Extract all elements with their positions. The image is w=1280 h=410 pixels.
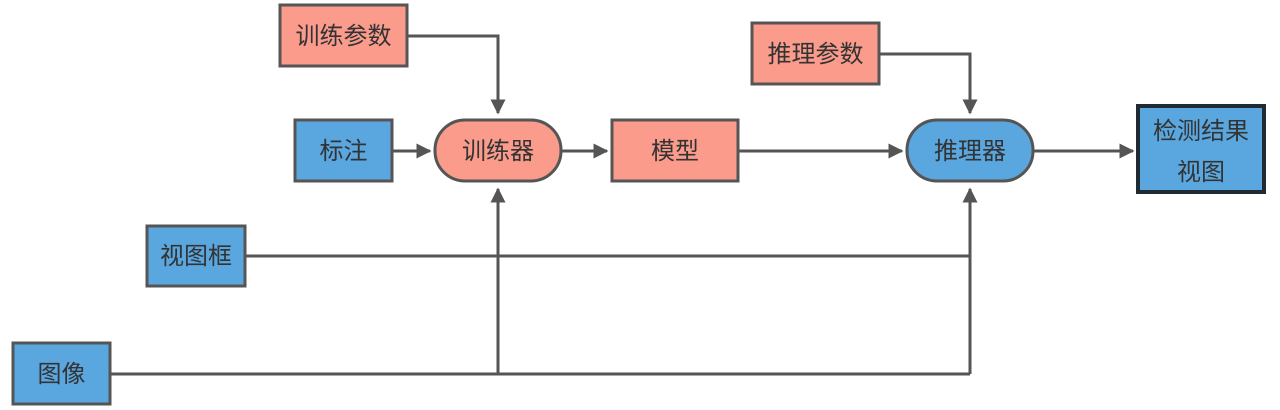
infer-params-box — [750, 21, 881, 86]
view-box-box — [145, 224, 247, 288]
view-box-label: 视图框 — [160, 242, 232, 270]
node-trainer: 训练器 — [433, 118, 563, 183]
node-image: 图像 — [11, 341, 112, 406]
trainer-label: 训练器 — [462, 137, 534, 165]
connectors — [110, 34, 1135, 376]
inferencer-label: 推理器 — [934, 137, 1006, 165]
model-box — [610, 118, 740, 183]
trainer-pill — [433, 118, 563, 183]
node-model: 模型 — [610, 118, 740, 183]
connector-train-params-to-trainer — [407, 34, 506, 115]
annotation-box — [293, 118, 394, 183]
image-label: 图像 — [38, 360, 86, 388]
node-detection-result-view: 检测结果 视图 — [1136, 104, 1266, 194]
annotation-label: 标注 — [320, 137, 368, 165]
node-view-box: 视图框 — [145, 224, 247, 288]
model-label: 模型 — [651, 137, 699, 165]
result-box — [1136, 104, 1266, 194]
result-label-line1: 检测结果 — [1153, 117, 1249, 145]
inferencer-pill — [905, 118, 1035, 183]
train-params-box — [278, 3, 409, 68]
result-label-line2: 视图 — [1177, 158, 1225, 186]
image-box — [11, 341, 112, 406]
node-inferencer: 推理器 — [905, 118, 1035, 183]
node-infer-params: 推理参数 — [750, 21, 881, 86]
connector-infer-params-to-inferencer — [879, 52, 978, 115]
node-train-params: 训练参数 — [278, 3, 409, 68]
infer-params-label: 推理参数 — [768, 40, 864, 68]
train-params-label: 训练参数 — [296, 22, 392, 50]
node-annotation: 标注 — [293, 118, 394, 183]
